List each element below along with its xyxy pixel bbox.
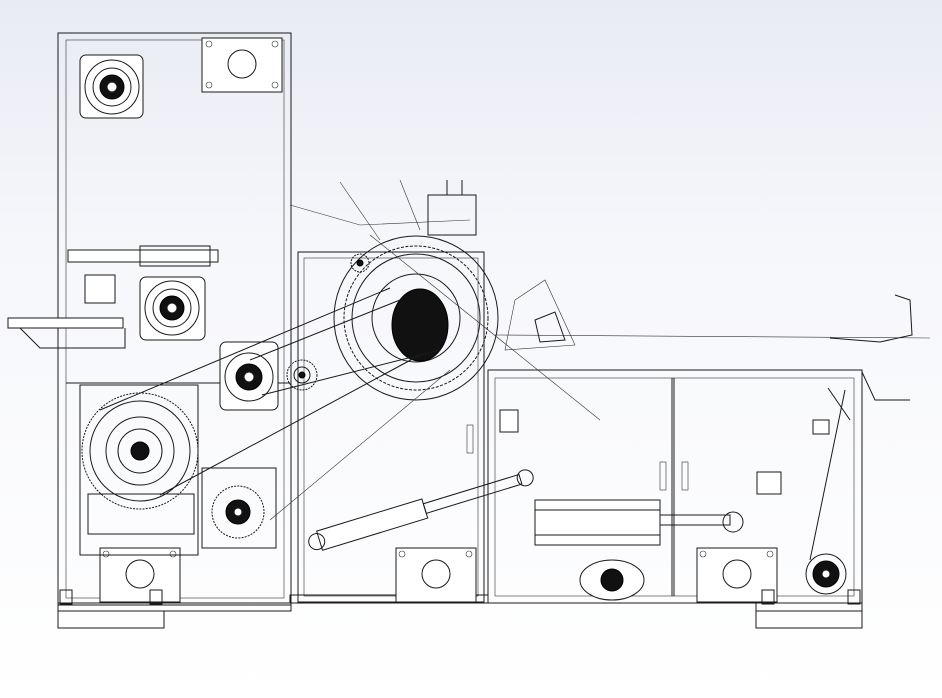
ring-gear [333, 235, 499, 401]
idler-sprocket [286, 359, 318, 391]
main-motor [79, 384, 277, 556]
feet [59, 589, 861, 605]
drive-chain [99, 234, 931, 521]
pneumatic-cylinders [67, 245, 744, 551]
bearing-housings [79, 54, 279, 411]
mounting-plates [99, 37, 778, 603]
feed-guide [289, 179, 576, 351]
side-table [7, 274, 126, 349]
tension-arm [499, 294, 913, 561]
rollers [579, 553, 847, 601]
right-cabinet [487, 369, 863, 629]
